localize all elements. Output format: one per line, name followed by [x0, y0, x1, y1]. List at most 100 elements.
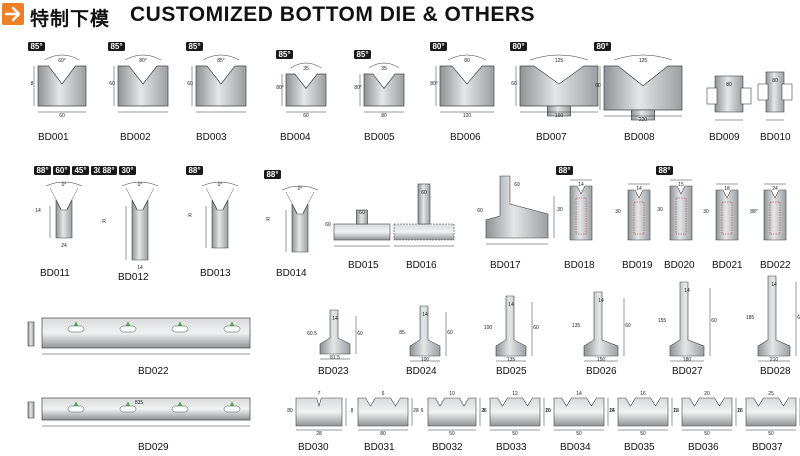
die-drawing — [485, 175, 555, 245]
dimension-label: 0° — [218, 182, 223, 188]
dimension-label: 60 — [511, 81, 517, 87]
dimension-label: 8 — [31, 81, 34, 87]
dimension-label: 135 — [572, 323, 581, 329]
die-drawing — [763, 183, 787, 241]
dimension-label: 25 — [768, 391, 774, 397]
die-code-label: BD034 — [560, 442, 591, 453]
dimension-label: 60 — [421, 190, 427, 196]
arrow-right-icon — [2, 3, 24, 25]
angle-badge-text: 85° — [356, 50, 368, 59]
die-drawing — [427, 397, 481, 431]
dimension-label: 80° — [354, 85, 362, 91]
dimension-label: 50 — [704, 431, 710, 437]
die-code-label: BD026 — [586, 366, 617, 377]
die-code-label: BD028 — [760, 366, 791, 377]
dimension-label: 26 — [673, 408, 679, 414]
die-code-label: BD003 — [196, 132, 227, 143]
dimension-label: 14 — [771, 282, 777, 288]
die-drawing — [706, 75, 752, 121]
die-drawing — [745, 397, 800, 431]
die-code-label: BD036 — [688, 442, 719, 453]
die-code-label: BD001 — [38, 132, 69, 143]
angle-badge: 88° — [100, 166, 117, 175]
angle-badge: 80° — [510, 42, 527, 51]
dimension-label: 35 — [303, 66, 309, 72]
dimension-label: 14 — [636, 186, 642, 192]
die-drawing — [295, 397, 347, 431]
die-code-label: BD027 — [672, 366, 703, 377]
dimension-label: 60 — [187, 81, 193, 87]
dimension-label: 14 — [578, 182, 584, 188]
angle-badge: 60° — [53, 166, 70, 175]
dimension-label: 18 — [724, 186, 730, 192]
die-bd022: BD022 — [27, 317, 251, 377]
angle-badge-text: 80° — [432, 42, 444, 51]
dimension-label: 8 — [483, 408, 486, 414]
dimension-label: 80 — [726, 82, 732, 88]
angle-badge-text: 88° — [266, 170, 278, 179]
dimension-label: 835 — [135, 400, 144, 406]
die-code-label: BD014 — [276, 268, 307, 279]
dimension-label: 220 — [639, 117, 648, 123]
dimension-label: 180 — [683, 357, 692, 363]
dimension-label: 26 — [737, 408, 743, 414]
dimension-label: 88° — [750, 209, 758, 215]
die-drawing — [113, 54, 169, 113]
angle-badge: 88° — [556, 166, 573, 175]
die-drawing — [359, 62, 405, 113]
die-code-label: BD005 — [364, 132, 395, 143]
dimension-label: 80 — [464, 58, 470, 64]
die-drawing — [553, 397, 609, 431]
dimension-label: 85 — [399, 330, 405, 336]
die-drawing — [569, 179, 593, 241]
dimension-label: 26 — [545, 408, 551, 414]
dimension-label: 80° — [139, 58, 147, 64]
dimension-label: 125 — [555, 58, 564, 64]
die-code-label: BD035 — [624, 442, 655, 453]
die-drawing — [757, 275, 797, 362]
die-bd037: 25165026BD037 — [737, 391, 800, 453]
dimension-label: 85° — [217, 58, 225, 64]
dimension-label: 12 — [512, 391, 518, 397]
die-code-label: BD008 — [624, 132, 655, 143]
die-code-label: BD016 — [406, 260, 437, 271]
angle-badge: 80° — [430, 42, 447, 51]
dimension-label: 0° — [138, 182, 143, 188]
dimension-label: 60 — [325, 222, 331, 228]
angle-badge: 45° — [72, 166, 89, 175]
die-drawing — [121, 181, 159, 261]
die-code-label: BD012 — [118, 272, 149, 283]
angle-badge: 88° — [34, 166, 51, 175]
dimension-label: 135 — [507, 357, 516, 363]
dimension-label: 81.5 — [330, 355, 340, 361]
dimension-label: 60 — [109, 81, 115, 87]
die-code-label: BD020 — [664, 260, 695, 271]
angle-badge: 88° — [264, 170, 281, 179]
dimension-label: 100 — [421, 357, 430, 363]
dimension-label: 20 — [704, 391, 710, 397]
dimension-label: 60 — [514, 182, 520, 188]
dimension-label: 15 — [678, 182, 684, 188]
die-bd028: 1418521060BD028 — [746, 275, 800, 377]
die-code-label: BD004 — [280, 132, 311, 143]
dimension-label: 10 — [545, 408, 551, 414]
die-code-label: BD017 — [490, 260, 521, 271]
dimension-label: 14 — [422, 312, 428, 318]
dimension-label: 16 — [737, 408, 743, 414]
dimension-label: 100 — [484, 325, 493, 331]
die-code-label: BD032 — [432, 442, 463, 453]
